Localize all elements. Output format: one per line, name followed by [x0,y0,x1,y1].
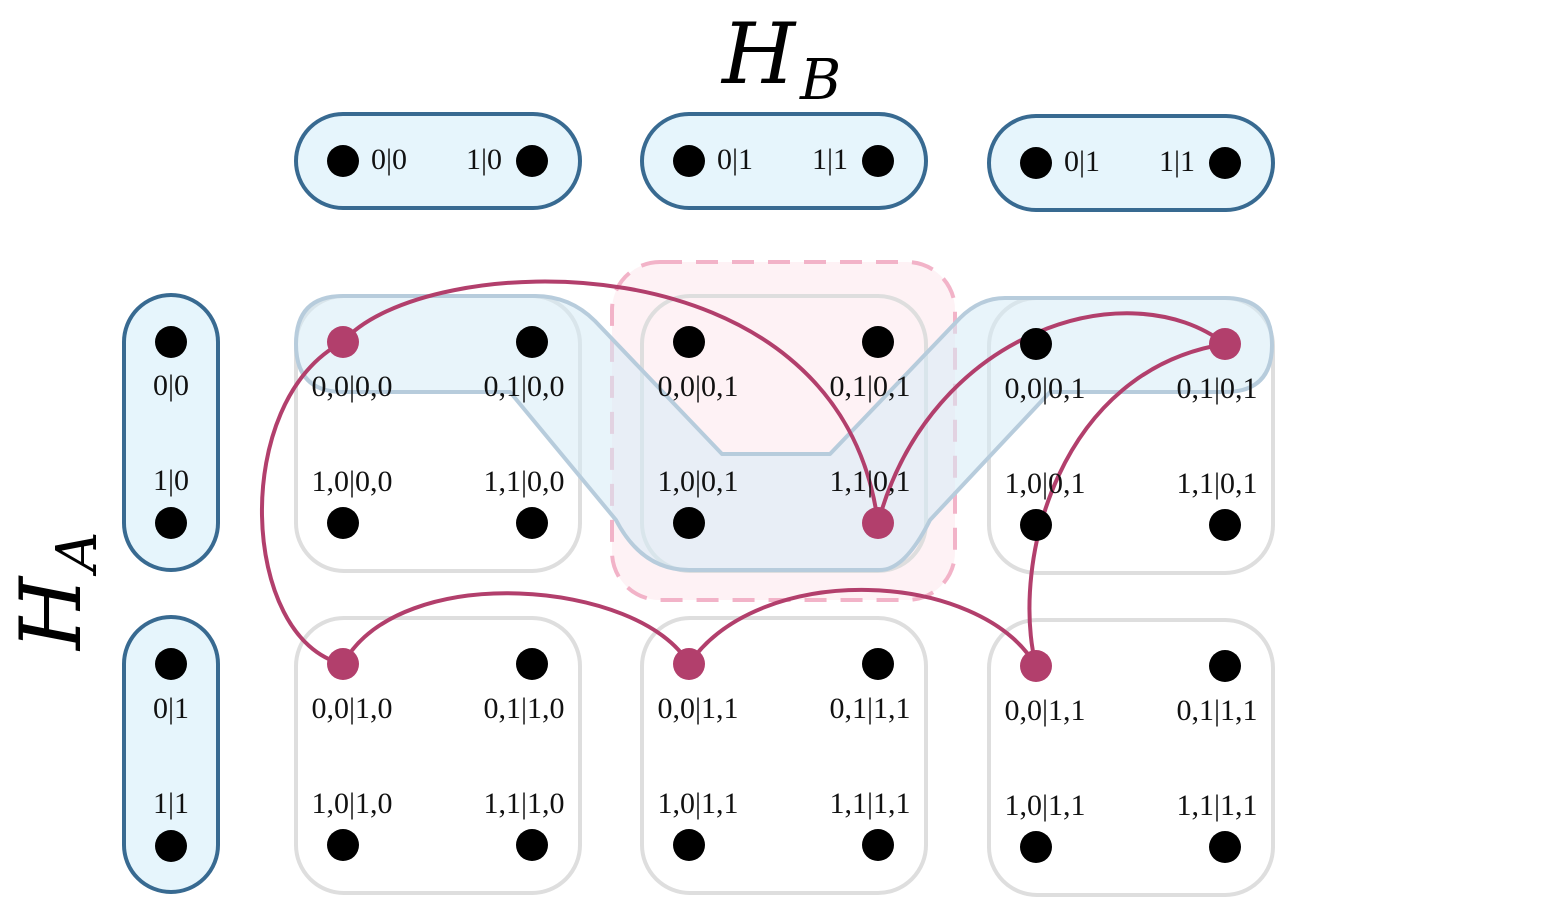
node [327,829,359,861]
node [1020,831,1052,863]
title-ha-sub: A [45,532,110,577]
node [516,507,548,539]
node-label: 1,1|1,0 [483,787,564,820]
node-label: 0,0|0,1 [657,370,738,403]
node-label: 1,0|0,0 [311,465,392,498]
edge-2 [260,340,345,666]
hb-group-2: 0|1 1|1 [987,114,1275,212]
node [516,326,548,358]
edge-6 [1027,342,1227,668]
node [1209,831,1241,863]
highlighted-node [1020,650,1052,682]
node [673,326,705,358]
node-label: 1,1|0,0 [483,465,564,498]
node [862,648,894,680]
edge-4 [687,588,1038,668]
highlighted-node [327,648,359,680]
cell-box-3 [294,616,582,895]
title-hb: H B [720,5,841,113]
node-label: 1,0|0,1 [657,465,738,498]
node-label: 1,0|1,0 [311,787,392,820]
node [327,507,359,539]
node [1020,509,1052,541]
node-label: 0,1|1,1 [1176,694,1257,727]
node [1209,509,1241,541]
node-label: 1,1|0,1 [1176,467,1257,500]
node [862,829,894,861]
highlighted-node [327,326,359,358]
node-label: 0,0|0,0 [311,370,392,403]
node [673,507,705,539]
hb-group-0-left-label: 0|0 [371,143,407,176]
title-hb-sub: B [799,48,841,113]
ha-group-0-bottom-label: 1|0 [153,464,189,497]
ha-group-1-top-label: 0|1 [153,692,189,725]
node-label: 0,0|1,1 [657,692,738,725]
hb-group-1-right-label: 1|1 [812,143,848,176]
title-hb-main: H [720,5,797,103]
node-label: 1,1|1,1 [1176,789,1257,822]
node [1209,650,1241,682]
hb-group-1: 0|1 1|1 [640,112,928,210]
ha-group-1: 0|1 1|1 [122,615,220,894]
ha-group-1-bottom-label: 1|1 [153,787,189,820]
cells-layer: 0,0|0,0 0,1|0,0 1,0|0,0 1,1|0,0 0,0|0,1 0,1|0… [311,326,1258,863]
hb-group-2-right-label: 1|1 [1159,145,1195,178]
highlighted-node [673,648,705,680]
hb-group-0: 0|0 1|0 [294,112,582,210]
hb-group-2-left-label: 0|1 [1064,145,1100,178]
node [516,648,548,680]
node-label: 0,0|0,1 [1004,372,1085,405]
node-label: 1,0|1,1 [657,787,738,820]
node-label: 0,1|1,1 [829,692,910,725]
node [516,829,548,861]
node-label: 1,0|0,1 [1004,467,1085,500]
ha-group-0-top-label: 0|0 [153,369,189,402]
hb-group-0-right-label: 1|0 [466,143,502,176]
node [1020,328,1052,360]
node-label: 0,1|0,1 [829,370,910,403]
highlighted-node [862,507,894,539]
hb-group-1-left-label: 0|1 [717,143,753,176]
node-label: 1,1|1,1 [829,787,910,820]
cell-box-4 [640,616,928,895]
node [862,326,894,358]
title-ha: H A [2,532,110,652]
highlighted-node [1209,328,1241,360]
node-label: 0,0|1,1 [1004,694,1085,727]
node-label: 1,1|0,1 [829,465,910,498]
node [673,829,705,861]
node-label: 0,1|0,1 [1176,372,1257,405]
edge-1 [341,279,880,525]
node-label: 0,1|1,0 [483,692,564,725]
cell-box-5 [987,618,1275,897]
node-label: 1,0|1,1 [1004,789,1085,822]
title-ha-main: H [2,575,100,652]
ha-group-0: 0|0 1|0 [122,293,220,572]
node-label: 0,1|0,0 [483,370,564,403]
node-label: 0,0|1,0 [311,692,392,725]
edge-3 [341,591,691,666]
